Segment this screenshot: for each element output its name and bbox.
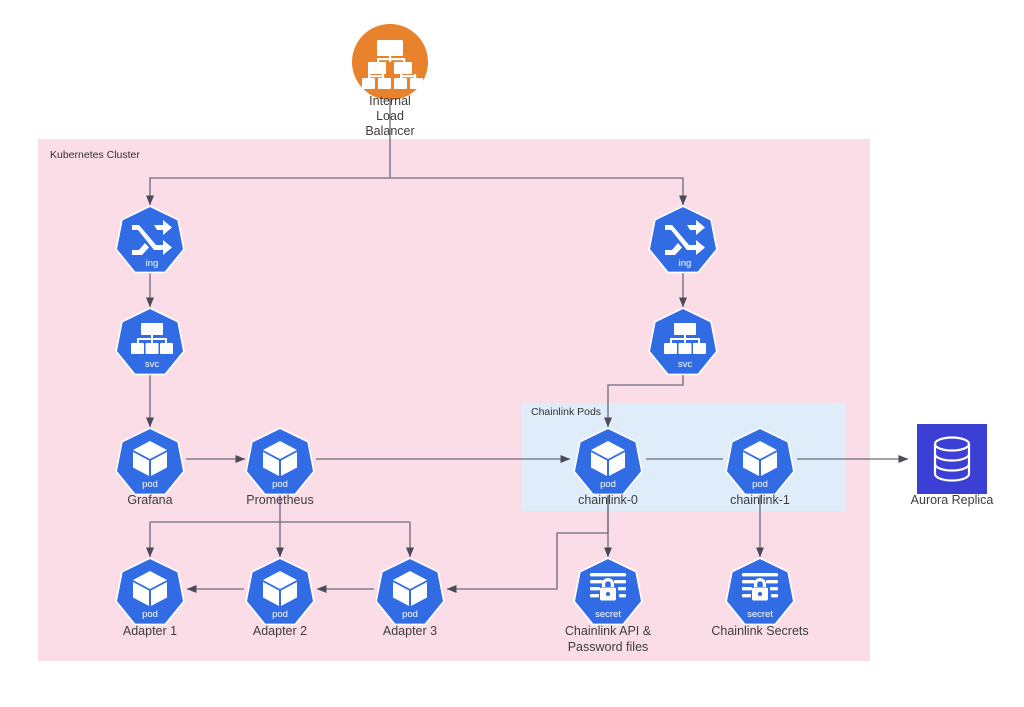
- adapter-3-caption: Adapter 3: [383, 624, 437, 638]
- connectors: [145, 92, 909, 594]
- chainlink-0-caption: chainlink-0: [578, 493, 638, 507]
- service-sublabel: svc: [145, 359, 160, 370]
- node-pod-prometheus[interactable]: pod Prometheus: [245, 427, 315, 507]
- ingress-sublabel: ing: [146, 258, 159, 269]
- grafana-caption: Grafana: [127, 493, 172, 507]
- pod-sublabel: pod: [272, 609, 288, 620]
- pod-cube-icon: [743, 441, 777, 476]
- pod-cube-icon: [133, 441, 167, 476]
- prometheus-caption: Prometheus: [246, 493, 313, 507]
- pod-cube-icon: [393, 571, 427, 606]
- node-ingress-left[interactable]: ing: [115, 205, 185, 274]
- node-service-left[interactable]: svc: [115, 307, 185, 376]
- ingress-sublabel: ing: [679, 258, 692, 269]
- node-aurora-replica[interactable]: Aurora Replica: [911, 424, 994, 507]
- chainlink-secrets-caption: Chainlink Secrets: [711, 624, 808, 638]
- load-balancer-caption-line1: Internal: [369, 94, 411, 108]
- pod-sublabel: pod: [142, 479, 158, 490]
- node-ingress-right[interactable]: ing: [648, 205, 718, 274]
- node-secret-chainlink-secrets[interactable]: secret Chainlink Secrets: [711, 557, 809, 638]
- node-pod-chainlink-1[interactable]: pod chainlink-1: [725, 427, 795, 507]
- node-internal-load-balancer[interactable]: Internal Load Balancer: [352, 24, 428, 138]
- secret-keyhole: [605, 591, 611, 597]
- node-secret-chainlink-api[interactable]: secret Chainlink API & Password files: [565, 557, 652, 654]
- pod-cube-icon: [263, 441, 297, 476]
- pod-sublabel: pod: [272, 479, 288, 490]
- ingress-icon: [665, 220, 705, 255]
- pod-cube-icon: [133, 571, 167, 606]
- kubernetes-cluster-label: Kubernetes Cluster: [50, 149, 140, 161]
- aurora-replica-caption: Aurora Replica: [911, 493, 994, 507]
- adapter-1-caption: Adapter 1: [123, 624, 177, 638]
- region-chainlink-pods: Chainlink Pods: [521, 403, 845, 511]
- node-pod-adapter-3[interactable]: pod Adapter 3: [375, 557, 445, 638]
- load-balancer-caption-line3: Balancer: [365, 124, 414, 138]
- database-icon: [933, 436, 971, 482]
- load-balancer-caption-line2: Load: [376, 109, 404, 123]
- node-pod-adapter-2[interactable]: pod Adapter 2: [245, 557, 315, 638]
- pod-sublabel: pod: [752, 479, 768, 490]
- node-pod-chainlink-0[interactable]: pod chainlink-0: [573, 427, 643, 507]
- secret-api-caption-line1: Chainlink API &: [565, 624, 652, 638]
- service-icon: [664, 323, 706, 354]
- service-sublabel: svc: [678, 359, 693, 370]
- secret-keyhole: [757, 591, 763, 597]
- chainlink-1-caption: chainlink-1: [730, 493, 790, 507]
- pod-sublabel: pod: [402, 609, 418, 620]
- node-pod-adapter-1[interactable]: pod Adapter 1: [115, 557, 185, 638]
- secret-lock-icon: [590, 573, 626, 601]
- pod-cube-icon: [263, 571, 297, 606]
- ingress-icon: [132, 220, 172, 255]
- secret-sublabel: secret: [595, 609, 621, 620]
- edge-lb-to-ing-left: [145, 177, 390, 206]
- secret-api-caption-line2: Password files: [568, 640, 649, 654]
- pod-sublabel: pod: [142, 609, 158, 620]
- pod-cube-icon: [591, 441, 625, 476]
- edge-svc-right-to-chainlink0: [603, 371, 684, 428]
- edge-lb-to-ing-right: [390, 177, 688, 206]
- node-pod-grafana[interactable]: pod Grafana: [115, 427, 185, 507]
- node-service-right[interactable]: svc: [648, 307, 718, 376]
- service-icon: [131, 323, 173, 354]
- chainlink-pods-label: Chainlink Pods: [531, 406, 601, 418]
- secret-lock-icon: [742, 573, 778, 601]
- aurora-tile: [917, 424, 987, 494]
- load-balancer-hierarchy-glyph: [362, 40, 423, 89]
- secret-sublabel: secret: [747, 609, 773, 620]
- adapter-2-caption: Adapter 2: [253, 624, 307, 638]
- pod-sublabel: pod: [600, 479, 616, 490]
